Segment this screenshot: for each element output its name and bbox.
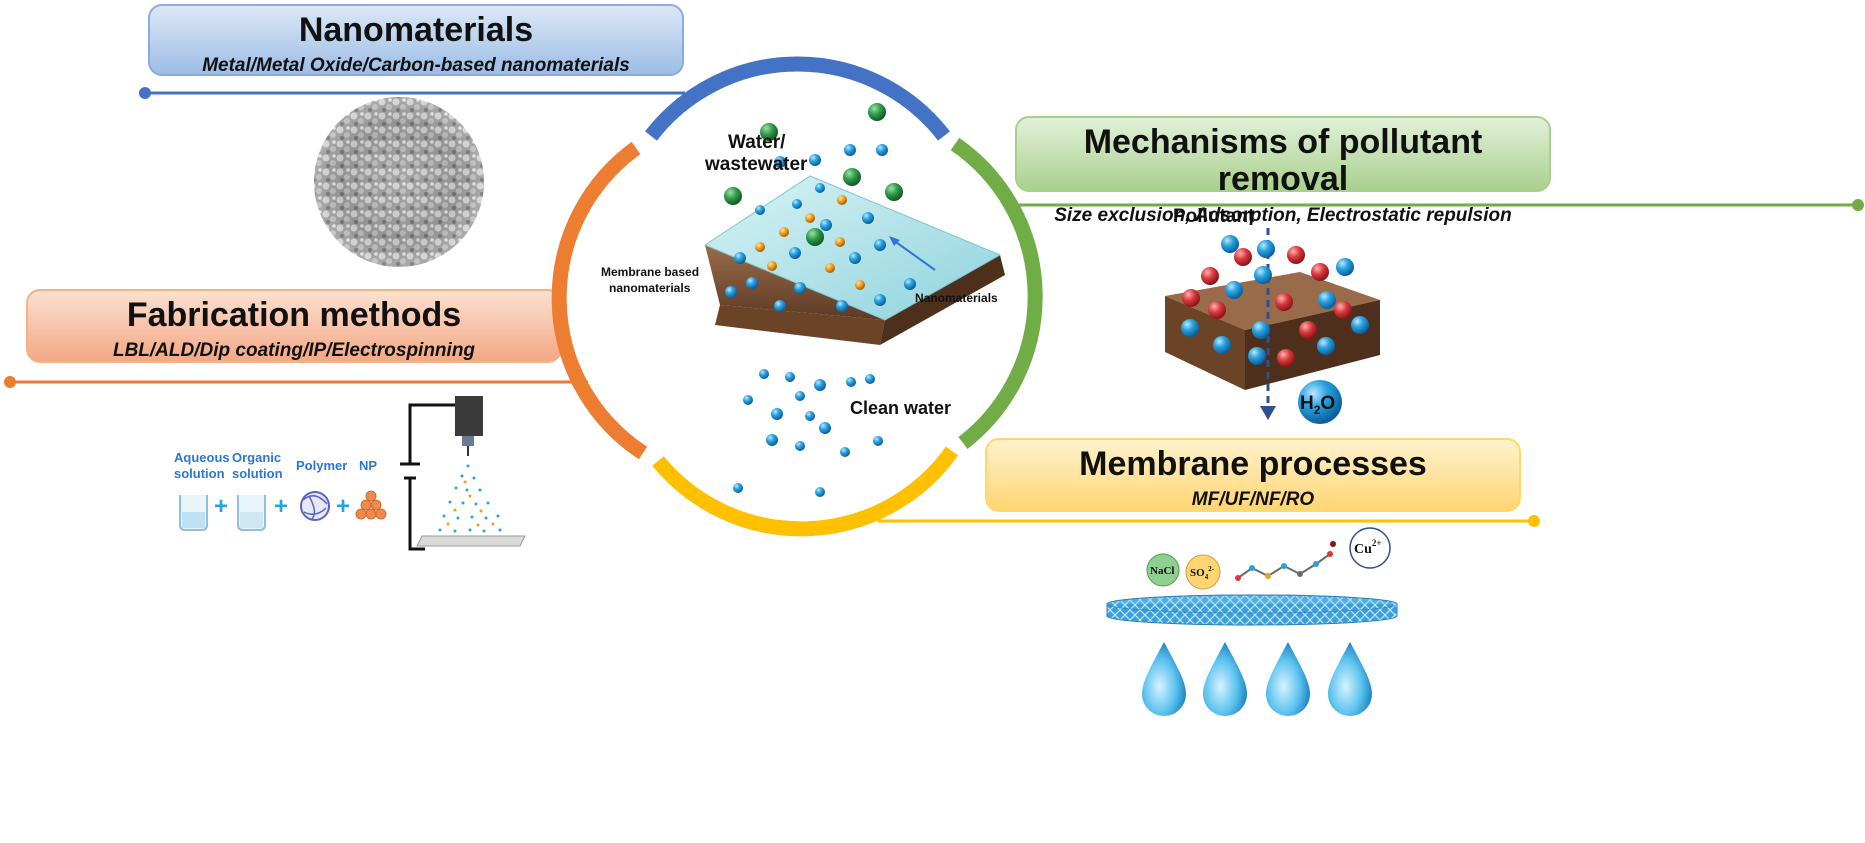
so4-label: SO xyxy=(1190,567,1205,579)
nanomaterials-subtitle: Metal/Metal Oxide/Carbon-based nanomater… xyxy=(202,55,630,77)
beaker-organic xyxy=(237,495,266,531)
fabrication-components: Aqueous solution Organic solution Polyme… xyxy=(174,396,526,551)
aqueous-label-line2: solution xyxy=(174,466,225,481)
sem-image xyxy=(314,97,484,267)
nanomaterials-title: Nanomaterials xyxy=(298,11,534,49)
mechanisms-subtitle: Size exclusion, Adsorption, Electrostati… xyxy=(1054,204,1512,226)
ring-arc-green xyxy=(950,137,1043,449)
h2o-sub: 2 xyxy=(1314,403,1321,417)
np-pile-icon xyxy=(355,490,387,520)
organic-label-line2: solution xyxy=(232,466,283,481)
mechanism-pollutant-label: Pollutant xyxy=(1173,206,1255,227)
fabrication-card: Fabrication methods LBL/ALD/Dip coating/… xyxy=(26,289,562,363)
central-ring xyxy=(551,56,1043,537)
processes-card: Membrane processes MF/UF/NF/RO xyxy=(985,438,1521,512)
cu-bubble: Cu2+ xyxy=(1349,527,1391,569)
center-membrane-label-line2: nanomaterials xyxy=(609,281,691,295)
nacl-bubble: NaCl xyxy=(1146,553,1180,587)
plus-2: + xyxy=(274,493,288,520)
so4-sup: 2- xyxy=(1208,565,1215,573)
h2o-bubble: H2O xyxy=(1298,380,1342,424)
ring-arc-yellow xyxy=(652,446,959,537)
center-membrane-label-line1: Membrane based xyxy=(601,265,699,279)
connector-processes xyxy=(878,515,1540,527)
fabrication-subtitle: LBL/ALD/Dip coating/IP/Electrospinning xyxy=(112,340,476,362)
processes-title: Membrane processes xyxy=(1079,445,1427,483)
center-water-label-line1: Water/ xyxy=(728,132,786,153)
center-nanomaterials-label: Nanomaterials xyxy=(915,291,998,305)
mechanisms-card: Mechanisms of pollutant removal Size exc… xyxy=(1015,116,1551,226)
organic-label-line1: Organic xyxy=(232,450,281,465)
cu-label: Cu xyxy=(1354,542,1372,557)
mechanisms-title: Mechanisms of pollutant removal xyxy=(1083,123,1483,199)
so4-sub: 4 xyxy=(1205,573,1209,581)
center-water-label-line2: wastewater xyxy=(704,154,808,175)
cu-sup: 2+ xyxy=(1372,538,1382,548)
water-drop-icon xyxy=(1328,642,1372,716)
connector-mechanisms xyxy=(1018,199,1864,211)
connector-nanomaterials xyxy=(139,87,685,99)
processes-subtitle: MF/UF/NF/RO xyxy=(1191,489,1315,511)
beaker-aqueous xyxy=(179,495,208,531)
water-drops xyxy=(1142,642,1372,716)
connector-fabrication xyxy=(4,376,588,388)
polymer-ball-icon xyxy=(300,491,330,521)
svg-text:SO42-: SO42- xyxy=(1190,565,1215,581)
svg-text:H2O: H2O xyxy=(1300,393,1335,417)
center-clean-water-label: Clean water xyxy=(850,398,951,418)
dye-molecule-icon xyxy=(1235,541,1336,581)
ring-arc-blue xyxy=(645,56,950,141)
aqueous-label-line1: Aqueous xyxy=(174,450,230,465)
process-species: NaCl SO42- Cu2+ xyxy=(1146,527,1391,590)
water-drop-icon xyxy=(1142,642,1186,716)
ring-arc-orange xyxy=(551,141,648,460)
h2o-h: H xyxy=(1300,393,1314,414)
fabrication-title: Fabrication methods xyxy=(126,296,462,334)
nanomaterials-card: Nanomaterials Metal/Metal Oxide/Carbon-b… xyxy=(148,4,684,76)
polymer-label: Polymer xyxy=(296,458,347,473)
np-label: NP xyxy=(359,458,377,473)
electrospinning-apparatus xyxy=(400,396,526,551)
process-membrane xyxy=(1106,594,1398,626)
mechanism-charges xyxy=(1181,235,1369,367)
svg-text:Cu2+: Cu2+ xyxy=(1354,538,1382,557)
so4-bubble: SO42- xyxy=(1185,554,1221,590)
center-particles xyxy=(724,103,916,497)
water-drop-icon xyxy=(1203,642,1247,716)
plus-3: + xyxy=(336,493,350,520)
nacl-label: NaCl xyxy=(1150,565,1174,577)
plus-1: + xyxy=(214,493,228,520)
h2o-o: O xyxy=(1320,393,1335,414)
water-drop-icon xyxy=(1266,642,1310,716)
